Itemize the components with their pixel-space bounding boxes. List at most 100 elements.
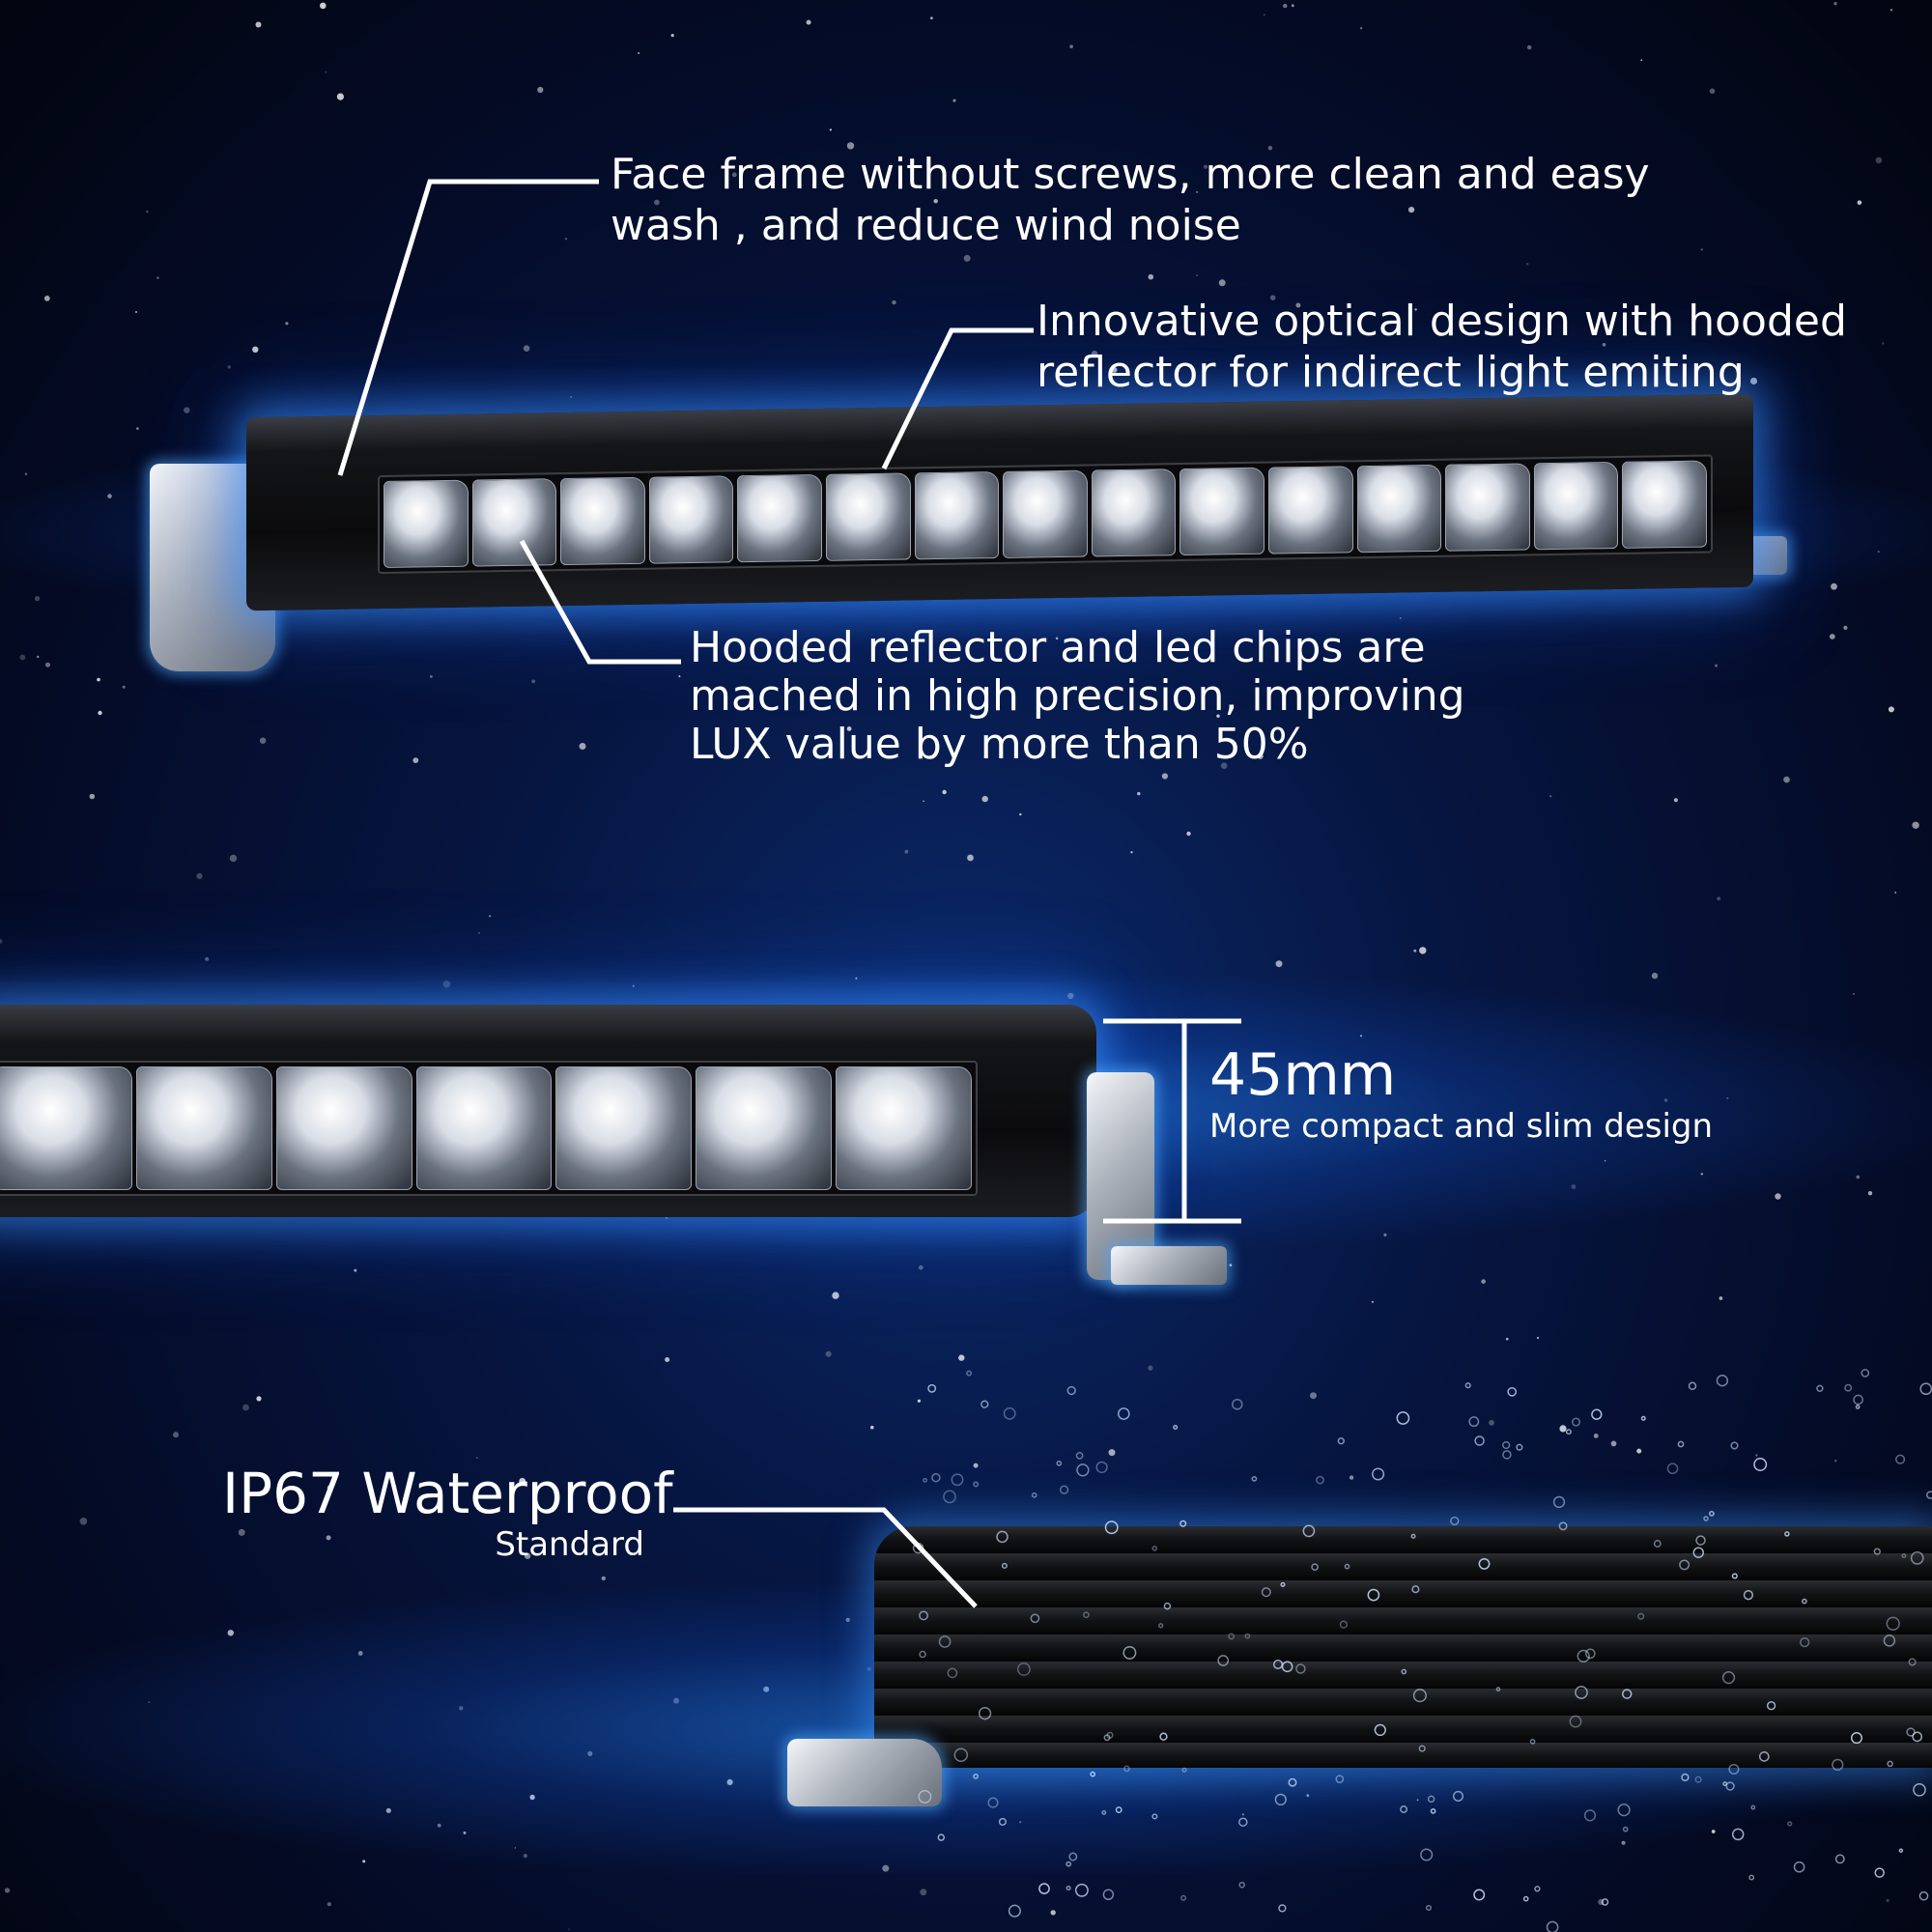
star xyxy=(638,52,640,54)
star xyxy=(412,757,419,763)
star xyxy=(846,726,852,731)
star xyxy=(326,1535,331,1541)
star xyxy=(806,19,811,25)
star xyxy=(252,346,259,353)
star xyxy=(1636,1448,1642,1454)
star xyxy=(1108,1449,1116,1457)
callout-waterproof: IP67 Waterproof Standard xyxy=(222,1463,673,1565)
star xyxy=(320,2,327,10)
star xyxy=(1489,1419,1494,1426)
star xyxy=(1310,1392,1317,1400)
star xyxy=(524,1552,531,1559)
led-lens xyxy=(1622,460,1707,549)
star xyxy=(1889,9,1893,12)
star xyxy=(475,1457,478,1460)
star xyxy=(1111,367,1118,373)
star xyxy=(1283,3,1288,9)
star xyxy=(1291,4,1294,8)
star xyxy=(43,296,50,301)
star xyxy=(1602,343,1606,347)
led-lens xyxy=(1445,463,1530,552)
star xyxy=(958,1354,965,1361)
led-lens xyxy=(1267,466,1353,554)
star xyxy=(1640,59,1643,62)
star xyxy=(1783,776,1790,783)
star xyxy=(519,1477,526,1485)
star xyxy=(825,1350,832,1357)
star xyxy=(933,199,938,204)
led-lens xyxy=(825,472,911,561)
led-lens xyxy=(737,473,822,563)
star xyxy=(1505,1337,1509,1341)
star xyxy=(1610,1440,1617,1447)
led-lens xyxy=(914,471,1000,560)
led-lens xyxy=(696,1066,833,1190)
star xyxy=(1372,1300,1374,1303)
star xyxy=(325,71,327,73)
star xyxy=(0,939,3,944)
star xyxy=(1559,1425,1567,1433)
star xyxy=(1413,949,1417,952)
star xyxy=(892,299,896,305)
star xyxy=(1275,960,1283,968)
star xyxy=(173,1432,179,1438)
star xyxy=(238,1528,245,1536)
star xyxy=(570,396,572,398)
led-lens-array-closeup xyxy=(0,1061,978,1196)
star xyxy=(327,1902,331,1907)
led-lens xyxy=(0,1066,132,1190)
star xyxy=(1148,273,1154,280)
star xyxy=(489,915,492,918)
star xyxy=(1755,1454,1758,1457)
star xyxy=(134,310,138,314)
star xyxy=(917,1399,922,1403)
star xyxy=(1267,145,1273,151)
star xyxy=(942,789,947,795)
star xyxy=(1408,207,1415,213)
light-bar-heatsink-view xyxy=(874,1526,1932,1768)
led-lens xyxy=(555,1066,693,1190)
star xyxy=(1069,44,1073,48)
star xyxy=(89,793,96,800)
star xyxy=(1050,1910,1056,1916)
star xyxy=(1055,637,1059,640)
star xyxy=(918,1264,923,1270)
star xyxy=(1220,762,1228,769)
led-lens xyxy=(415,1066,553,1190)
star xyxy=(1196,274,1198,276)
star xyxy=(1888,706,1894,713)
led-lens xyxy=(135,1066,272,1190)
star xyxy=(259,737,267,744)
star xyxy=(1834,1460,1837,1463)
led-lens xyxy=(1533,461,1619,551)
star xyxy=(1148,1365,1153,1371)
led-lens xyxy=(1091,469,1177,557)
star xyxy=(98,710,102,716)
star xyxy=(1593,1434,1599,1438)
star xyxy=(846,142,855,150)
star xyxy=(1709,88,1716,95)
led-lens xyxy=(384,479,469,569)
star xyxy=(4,1888,11,1893)
star xyxy=(229,854,238,863)
star xyxy=(904,849,909,854)
star xyxy=(963,254,971,262)
star xyxy=(829,128,833,131)
star xyxy=(1875,156,1883,164)
star xyxy=(97,677,100,682)
star xyxy=(1536,1336,1540,1340)
led-lens xyxy=(1003,469,1088,558)
star xyxy=(205,956,210,961)
star xyxy=(37,655,40,659)
star xyxy=(1359,27,1363,30)
star xyxy=(1912,821,1919,829)
star xyxy=(1882,342,1885,345)
star xyxy=(1091,351,1098,357)
star xyxy=(1178,741,1180,744)
star xyxy=(807,219,812,225)
star xyxy=(1833,2,1837,6)
star xyxy=(952,99,956,102)
star xyxy=(256,1396,262,1402)
thickness-value: 45mm xyxy=(1209,1041,1397,1109)
